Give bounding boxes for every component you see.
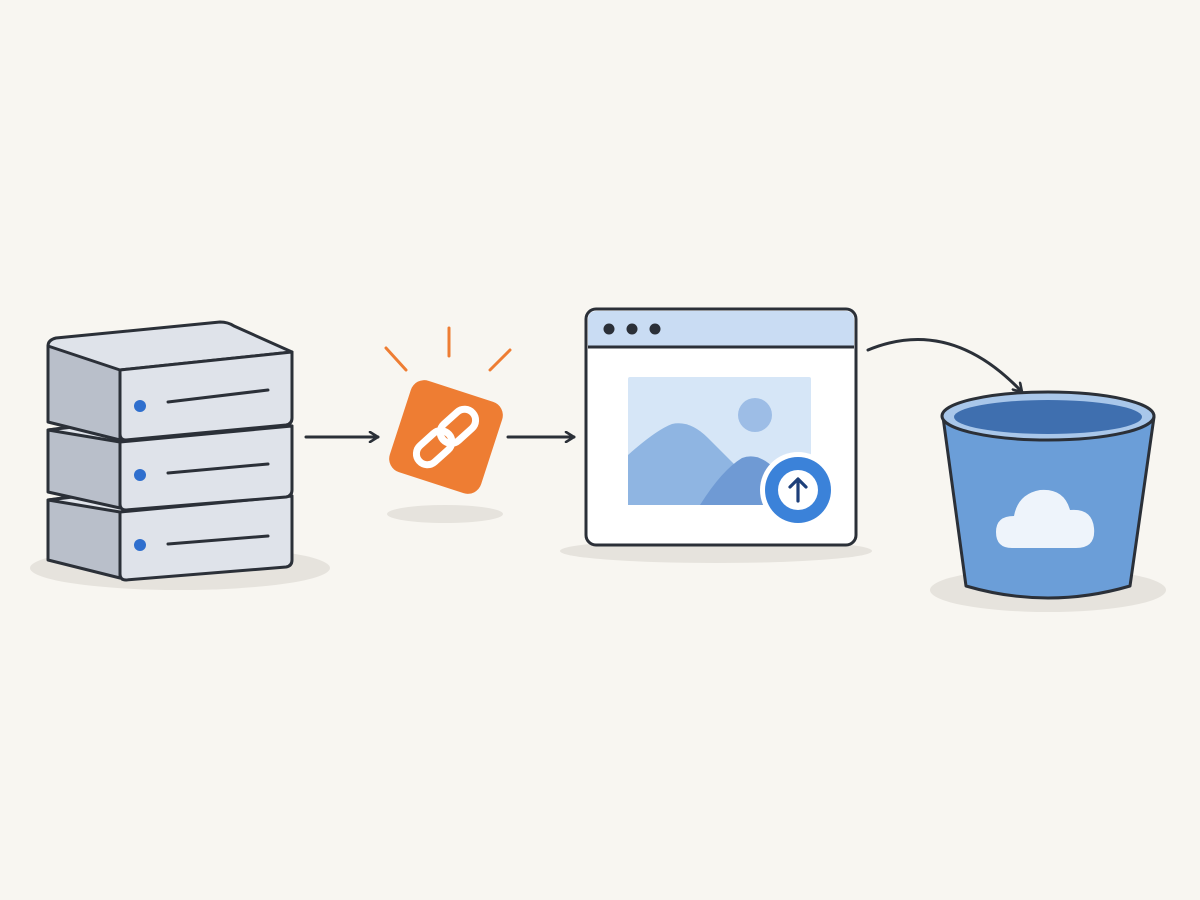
server-slot [166,388,270,404]
server-slot [166,462,270,475]
server-slot [166,534,270,546]
window-dot-icon [603,323,615,335]
chain-link-a [412,427,456,469]
link-rays [384,326,512,372]
bucket-inside [954,400,1142,434]
sun-icon [738,398,772,432]
window-dot-icon [626,323,638,335]
window-dot-icon [649,323,661,335]
link-tag-shape [389,380,503,494]
link-shadow [387,505,503,523]
link-icon [384,326,512,523]
cloud-bucket-icon [930,390,1166,612]
browser-title-bar [588,311,854,346]
arrow-browser-to-bucket [866,338,1024,394]
cloud-icon [996,489,1095,548]
server-unit-top [46,320,294,442]
server-stack-icon [30,320,330,590]
server-led-icon [134,400,146,412]
server-led-icon [134,469,146,481]
chain-link-b [436,405,480,447]
upload-badge-icon [760,452,836,528]
server-led-icon [134,539,146,551]
browser-window-icon [560,307,872,563]
